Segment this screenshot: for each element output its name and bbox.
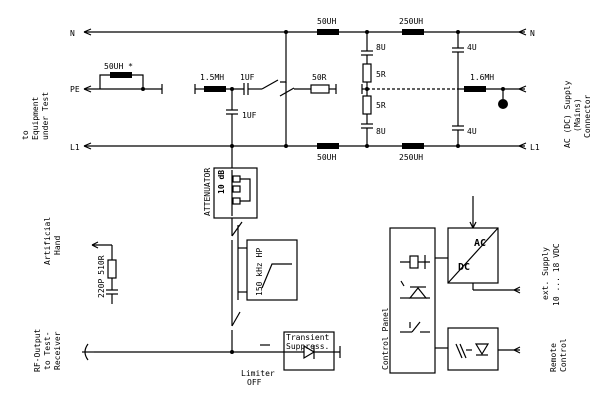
ac-label: AC <box>474 238 486 249</box>
pe-label: PE <box>70 85 80 94</box>
label-15mh: 1.5MH <box>200 73 224 82</box>
attenuator-label: ATTENUATOR <box>203 168 212 216</box>
hp-filter-box <box>246 239 298 301</box>
n-right-label: N <box>530 29 535 38</box>
resistor-510r <box>107 259 117 279</box>
label-16mh: 1.6MH <box>470 73 494 82</box>
inductor-15mh <box>204 86 226 92</box>
label-1uf-vert: 1UF <box>242 111 257 120</box>
artificial-hand-label: Artificial Hand <box>43 212 62 265</box>
n-label: N <box>70 29 75 38</box>
transient-label: Transient Suppress. <box>286 333 334 351</box>
label-250uh-l1: 250UH <box>399 153 423 162</box>
label-250uh-n: 250UH <box>399 17 423 26</box>
label-4u-top: 4U <box>467 43 477 52</box>
ext-supply-label: ext. Supply 10 ... 18 VDC <box>541 242 561 306</box>
resistor-5r-bot <box>362 95 372 115</box>
inductor-50uh-n <box>317 29 339 35</box>
label-5r-bot: 5R <box>376 101 386 110</box>
label-50uh-n: 50UH <box>317 17 336 26</box>
limiter-label: Limiter OFF <box>241 369 280 387</box>
n-line <box>84 29 525 35</box>
label-5r-top: 5R <box>376 70 386 79</box>
attenuator-value: 10 dB <box>217 170 226 194</box>
resistor-50r <box>310 84 330 94</box>
label-8u-top: 8U <box>376 43 386 52</box>
dc-label: DC <box>458 262 470 273</box>
label-220p-510r: 220P510R <box>97 255 106 298</box>
l1-arrow-left <box>83 142 92 150</box>
control-panel-box <box>389 227 436 374</box>
l1-label: L1 <box>70 143 80 152</box>
remote-control-label: Remote Control <box>549 338 568 372</box>
supply-label: AC (DC) Supply (Mains) Connector <box>563 76 592 148</box>
label-50uh-pe: 50UH * <box>104 62 133 71</box>
hp-filter-label: 150 kHz HP <box>255 248 264 296</box>
transient-suppressor-box <box>283 331 335 371</box>
inductor-250uh-n <box>402 29 424 35</box>
l1-right-label: L1 <box>530 143 540 152</box>
rf-output-label: RF-Output to Test- Receiver <box>33 324 62 372</box>
label-1uf-top: 1UF <box>240 73 255 82</box>
label-50r: 50R <box>312 73 327 82</box>
inductor-16mh <box>464 86 486 92</box>
label-4u-bot: 4U <box>467 127 477 136</box>
n-arrow-right <box>518 28 527 36</box>
resistor-5r-top <box>362 63 372 83</box>
label-50uh-l1: 50UH <box>317 153 336 162</box>
inductor-50uh-pe <box>110 72 132 78</box>
l1-arrow-right <box>518 142 527 150</box>
eut-label: to Equipment under Test <box>21 92 50 140</box>
label-8u-bot: 8U <box>376 127 386 136</box>
optocoupler-box <box>447 327 499 371</box>
control-panel-label: Control Panel <box>381 307 390 370</box>
n-arrow-left <box>83 28 92 36</box>
l1-line <box>84 143 525 149</box>
